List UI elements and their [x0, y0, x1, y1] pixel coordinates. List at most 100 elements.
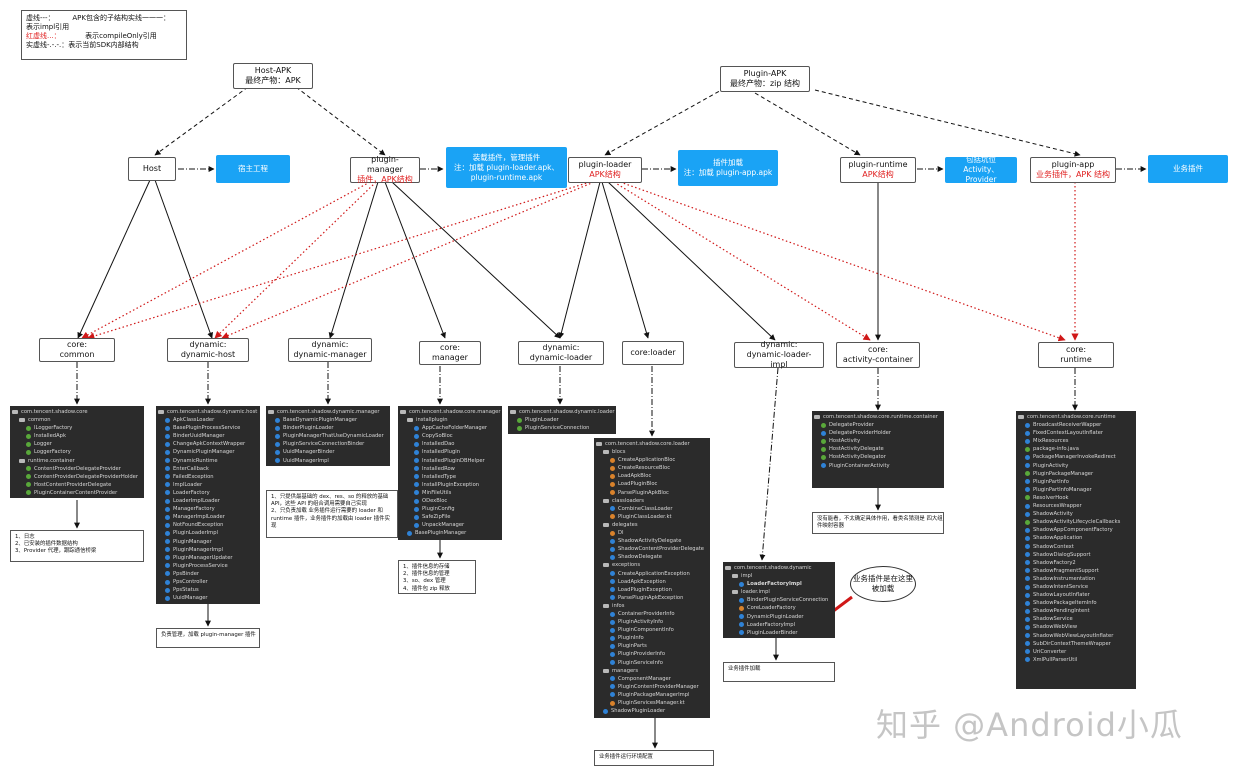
module-dynamic-host: dynamic:dynamic-host: [167, 338, 249, 362]
class-icon: [275, 433, 280, 439]
class-icon: [165, 563, 170, 569]
item-label: ILoggerFactory: [34, 425, 73, 432]
host-apk-output: 最终产物：APK: [245, 76, 301, 85]
class-icon: [610, 660, 615, 666]
class-icon: [1025, 471, 1030, 477]
class-icon: [610, 611, 615, 617]
class-item: DelegateProviderHolder: [814, 429, 942, 437]
class-item: ShadowDialogSupport: [1018, 551, 1134, 559]
class-icon: [414, 458, 419, 464]
item-label: package-info.java: [1033, 446, 1079, 453]
item-label: EnterCallback: [173, 465, 209, 472]
folder-icon: [603, 603, 609, 608]
item-label: LoadPluginBloc: [618, 481, 658, 488]
class-item: InstalledDao: [400, 440, 500, 448]
item-label: CoreLoaderFactory: [747, 605, 796, 612]
package-folder: com.tencent.shadow.dynamic.loader: [510, 408, 615, 416]
item-label: LoaderImplLoader: [173, 498, 220, 505]
class-item: LoadApkBloc: [596, 472, 708, 480]
package-folder: installplugin: [400, 416, 500, 424]
class-icon: [275, 425, 280, 431]
class-icon: [1025, 446, 1030, 452]
class-item: ShadowPluginLoader: [596, 707, 708, 715]
folder-icon: [603, 498, 609, 503]
class-icon: [1025, 552, 1030, 558]
package-folder: classloaders: [596, 497, 708, 505]
item-label: PluginConfig: [422, 506, 455, 513]
item-label: ShadowFragmentSupport: [1033, 567, 1099, 574]
class-icon: [1025, 560, 1030, 566]
item-label: DynamicRuntime: [173, 457, 218, 464]
class-icon: [165, 417, 170, 423]
item-label: BasePluginManager: [415, 530, 467, 537]
class-item: InstalledPluginDBHelper: [400, 457, 500, 465]
item-label: ShadowIntentService: [1033, 583, 1089, 590]
folder-icon: [814, 415, 820, 420]
class-item: EnterCallback: [158, 465, 258, 473]
item-label: InstallPluginException: [422, 481, 480, 488]
class-item: PluginPackageManager: [1018, 470, 1134, 478]
class-item: PluginComponentInfo: [596, 626, 708, 634]
class-icon: [739, 581, 744, 587]
class-item: PluginServiceConnection: [510, 424, 614, 432]
class-item: PluginProviderInfo: [596, 650, 708, 658]
plugin-runtime-node: plugin-runtime APK结构: [840, 157, 916, 183]
item-label: BroadcastReceiverWapper: [1033, 422, 1102, 429]
class-icon: [165, 482, 170, 488]
folder-icon: [12, 410, 18, 415]
item-label: delegates: [612, 521, 638, 528]
class-icon: [1025, 455, 1030, 461]
class-icon: [1025, 600, 1030, 606]
item-label: ShadowService: [1033, 616, 1073, 623]
module-core-loader: core:loader: [622, 341, 684, 365]
class-item: PpsStatus: [158, 586, 258, 594]
folder-icon: [603, 450, 609, 455]
class-icon: [1025, 503, 1030, 509]
item-label: PluginPartInfo: [1033, 478, 1069, 485]
class-icon: [26, 474, 31, 480]
item-label: PpsController: [173, 578, 208, 585]
item-label: PluginLoader: [525, 417, 559, 424]
class-item: LoadApkException: [596, 578, 708, 586]
class-icon: [821, 438, 826, 444]
note-dynamic-loader-impl: 业务插件加载: [723, 662, 835, 682]
item-label: com.tencent.shadow.core: [21, 409, 88, 415]
class-icon: [165, 506, 170, 512]
item-label: ShadowLayoutInflater: [1033, 592, 1090, 599]
package-folder: infos: [596, 602, 708, 610]
class-icon: [1025, 576, 1030, 582]
item-label: HostActivityDelegate: [829, 446, 884, 453]
class-item: PluginInfo: [596, 634, 708, 642]
class-item: ComponentManager: [596, 675, 708, 683]
class-item: FailedException: [158, 473, 258, 481]
class-item: ContainerProviderInfo: [596, 610, 708, 618]
item-label: PluginLoaderImpl: [173, 530, 218, 537]
item-label: PluginComponentInfo: [618, 627, 674, 634]
class-icon: [1025, 641, 1030, 647]
class-icon: [821, 430, 826, 436]
class-icon: [610, 579, 615, 585]
module-dynamic-loader: dynamic:dynamic-loader: [518, 341, 604, 365]
class-icon: [1025, 616, 1030, 622]
class-item: PluginPackageManagerImpl: [596, 691, 708, 699]
class-item: AppCacheFolderManager: [400, 424, 500, 432]
class-icon: [610, 482, 615, 488]
item-label: UuidManager: [173, 595, 208, 602]
class-icon: [165, 571, 170, 577]
item-label: XmlPullParserUtil: [1033, 656, 1078, 663]
item-label: PluginServiceInfo: [618, 659, 663, 666]
item-label: CreateApplicationBloc: [618, 457, 676, 464]
class-icon: [414, 490, 419, 496]
class-icon: [821, 463, 826, 469]
class-item: CombineClassLoader: [596, 505, 708, 513]
class-item: HostActivityDelegator: [814, 453, 942, 461]
module-dynamic-loader-impl: dynamic:dynamic-loader-impl: [734, 340, 824, 369]
class-icon: [610, 506, 615, 512]
class-item: BroadcastReceiverWapper: [1018, 421, 1134, 429]
item-label: LoadPluginException: [618, 586, 672, 593]
class-item: LoaderFactory: [158, 489, 258, 497]
item-label: FixedContextLayoutInflater: [1033, 430, 1104, 437]
class-item: UnpackManager: [400, 521, 500, 529]
